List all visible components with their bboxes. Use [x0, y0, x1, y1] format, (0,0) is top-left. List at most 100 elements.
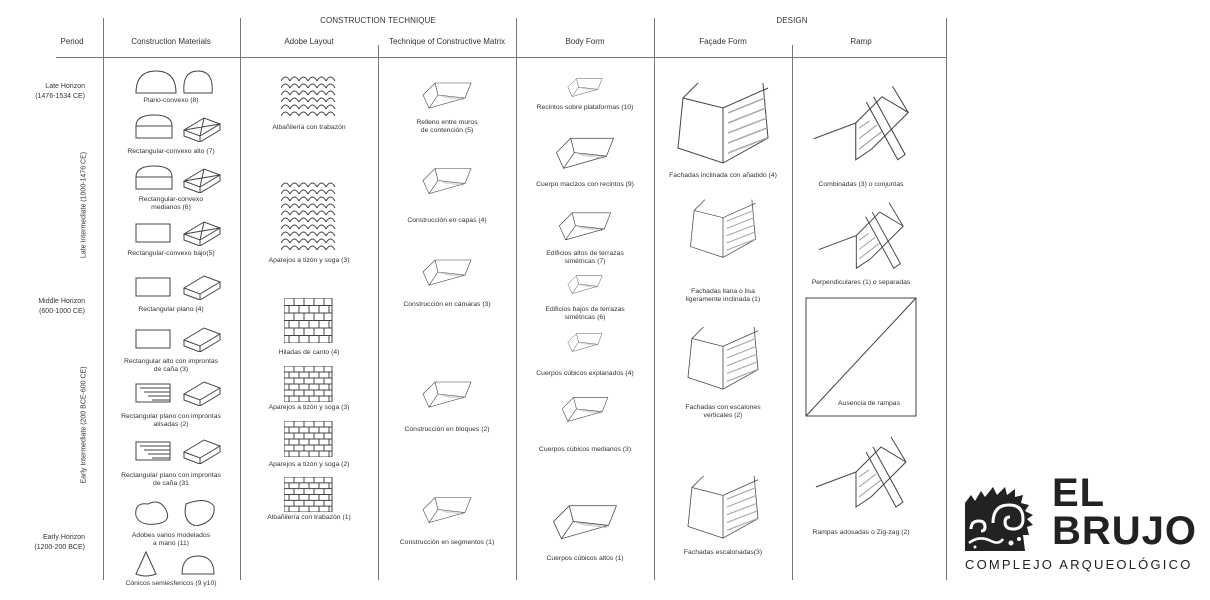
technique-caption: Construcción en segmentos (1)	[400, 539, 494, 547]
facade-form-illustration-icon	[673, 323, 773, 398]
materials-illustration-icon	[116, 67, 226, 102]
period-name: Middle Horizon	[38, 298, 85, 305]
group-header-design: DESIGN	[776, 16, 808, 25]
materials-illustration-icon	[116, 270, 226, 305]
caption-line: Construcción en segmentos (1)	[399, 539, 495, 546]
technique-illustration-icon	[417, 68, 477, 121]
period-middle-horizon: Middle Horizon (600-1000 CE)	[38, 297, 85, 317]
materials-caption: Rectangular-convexo alto (7)	[127, 148, 214, 156]
period-name: Early Horizon	[42, 534, 85, 541]
period-name: Late Horizon	[45, 83, 85, 90]
caption-line: de caña (3)	[153, 366, 189, 373]
caption-line: ligeramente inclinada (1)	[685, 296, 761, 303]
adobe-layout-caption: Hiladas de canto (4)	[279, 349, 340, 357]
divider-materials	[103, 18, 104, 580]
period-late-intermediate: Late Intermediate (1000-1476 CE)	[80, 151, 88, 259]
caption-line: Albañilería con trabazón	[272, 124, 346, 131]
caption-line: simétricas (7)	[564, 258, 606, 265]
caption-line: Fachadas con escalones	[685, 404, 761, 411]
caption-line: Cuerpos cúbicos explanados (4)	[536, 370, 634, 377]
group-header-construction: CONSTRUCTION TECHNIQUE	[320, 16, 436, 25]
ramp-caption: Perpendiculares (1) o separadas	[812, 279, 911, 287]
caption-line: Perpendiculares (1) o separadas	[811, 279, 911, 286]
caption-line: Construcción en bloques (2)	[404, 426, 490, 433]
body-form-caption: Cuerpos cúbicos explanados (4)	[536, 370, 633, 378]
caption-line: medianos (6)	[151, 204, 191, 211]
technique-illustration-icon	[417, 484, 477, 534]
adobe-layout-caption: Aparejos a tizón y soga (2)	[269, 461, 350, 469]
caption-line: Cuerpo macizos con recintos (9)	[536, 181, 634, 188]
caption-line: Rectangular plano con improntas	[121, 472, 221, 479]
caption-line: Rectangular plano (4)	[138, 306, 204, 313]
facade-form-illustration-icon	[676, 472, 771, 547]
technique-illustration-icon	[417, 367, 477, 420]
facade-form-caption: Fachadas escalonadas(3)	[684, 549, 762, 557]
materials-caption: Rectangular-convexo bajo(5)	[127, 250, 214, 258]
body-form-caption: Recintos sobre plataformas (10)	[537, 104, 634, 112]
caption-line: Rectangular-convexo	[138, 196, 204, 203]
divider-end	[946, 18, 947, 580]
adobe-layout-illustration-icon	[280, 74, 337, 121]
divider-technique	[378, 45, 379, 580]
caption-line: Rectangular-convexo bajo(5)	[127, 250, 215, 257]
caption-line: Relleno entre muros	[416, 119, 478, 126]
ramp-caption: Combinadas (3) o conjuntas	[818, 181, 903, 189]
ramp-caption: Ausencia de rampas	[838, 400, 900, 408]
caption-line: Construcción en cámaras (3)	[403, 301, 491, 308]
caption-line: a mano (11)	[152, 540, 190, 547]
logo-title-line2: BRUJO	[1052, 509, 1198, 553]
caption-line: Hiladas de canto (4)	[278, 349, 340, 356]
column-header-ramp: Ramp	[850, 37, 872, 46]
column-header-technique: Technique of Constructive Matrix	[388, 37, 506, 46]
divider-adobe	[240, 18, 241, 580]
column-header-materials: Construction Materials	[131, 37, 211, 46]
caption-line: simétricas (6)	[564, 314, 606, 321]
materials-caption: Plano-convexo (8)	[143, 97, 198, 105]
period-dates: (600-1000 CE)	[39, 308, 85, 315]
caption-line: Rectangular plano con improntas	[121, 413, 221, 420]
adobe-layout-illustration-icon	[283, 476, 334, 517]
facade-form-illustration-icon	[673, 196, 773, 266]
body-form-caption: Cuerpo macizos con recintos (9)	[536, 181, 634, 189]
caption-line: Cónicos semiesfericos (9 y10)	[125, 580, 217, 587]
caption-line: Adobes varios modelados	[131, 532, 211, 539]
materials-illustration-icon	[116, 376, 226, 411]
adobe-layout-caption: Aparejos a tizón y soga (3)	[269, 257, 350, 265]
technique-caption: Construcción en bloques (2)	[404, 426, 489, 434]
period-late-horizon: Late Horizon (1476-1534 CE)	[35, 82, 85, 102]
caption-line: Rampas adosadas o Zig-zag (2)	[812, 529, 910, 536]
body-form-caption: Cuerpos cúbicos medianos (3)	[539, 446, 631, 454]
body-form-caption: Cuerpos cúbicos altos (1)	[546, 555, 623, 563]
ramp-caption: Rampas adosadas o Zig-zag (2)	[812, 529, 909, 537]
technique-illustration-icon	[417, 244, 477, 299]
caption-line: Aparejos a tizón y soga (3)	[268, 404, 350, 411]
body-form-illustration-icon	[543, 325, 628, 360]
period-early-horizon: Early Horizon (1200-200 BCE)	[34, 533, 85, 553]
column-header-adobe: Adobe Layout	[284, 37, 334, 46]
ramp-illustration-icon	[809, 198, 914, 278]
adobe-layout-caption: Aparejos a tizón y soga (3)	[269, 404, 350, 412]
adobe-layout-illustration-icon	[283, 297, 334, 348]
materials-caption: Cónicos semiesfericos (9 y10)	[125, 580, 216, 588]
materials-caption: Rectangular plano (4)	[138, 306, 203, 314]
logo-subtitle: COMPLEJO ARQUEOLÓGICO	[965, 557, 1193, 572]
facade-form-illustration-icon	[673, 78, 773, 173]
caption-line: verticales (2)	[703, 412, 743, 419]
caption-line: Rectangular-convexo alto (7)	[127, 148, 215, 155]
body-form-illustration-icon	[540, 124, 630, 179]
adobe-layout-illustration-icon	[280, 180, 337, 255]
caption-line: Rectangular alto con improntas	[123, 358, 219, 365]
header-rule	[56, 57, 946, 58]
column-header-facade: Façade Form	[699, 37, 747, 46]
adobe-layout-illustration-icon	[283, 365, 334, 407]
caption-line: Fachadas inclinada con añadido (4)	[669, 172, 777, 179]
logo-title: EL BRUJO	[1052, 473, 1198, 553]
caption-line: alisadas (2)	[153, 421, 189, 428]
body-form-illustration-icon	[540, 70, 630, 105]
